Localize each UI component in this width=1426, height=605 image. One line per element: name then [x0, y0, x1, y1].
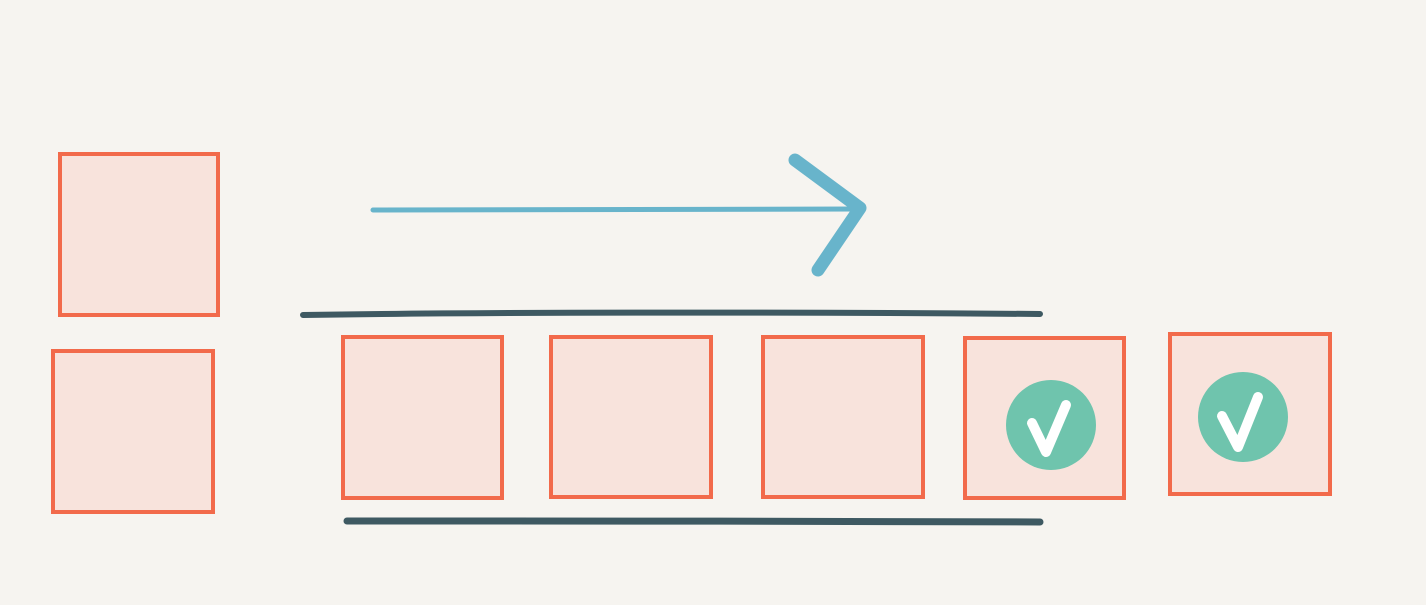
queue-items	[341, 335, 1126, 500]
badge-circle	[1006, 380, 1096, 470]
check-icon	[1217, 392, 1263, 452]
queue-box	[549, 335, 713, 499]
check-icon	[1027, 400, 1071, 457]
waiting-items	[51, 152, 220, 514]
arrow-shaft	[370, 206, 861, 213]
queue-box	[341, 335, 504, 500]
queue-top-bracket	[300, 309, 1043, 318]
direction-arrow	[370, 153, 867, 277]
waiting-box	[58, 152, 220, 317]
waiting-box	[51, 349, 215, 514]
right-arrow-icon	[788, 153, 867, 277]
queue-box	[761, 335, 925, 499]
done-items	[1168, 332, 1332, 496]
queue-bottom-bracket	[343, 517, 1044, 526]
badge-circle	[1198, 372, 1288, 462]
check-badge	[1198, 372, 1288, 462]
check-badge	[1006, 380, 1096, 470]
